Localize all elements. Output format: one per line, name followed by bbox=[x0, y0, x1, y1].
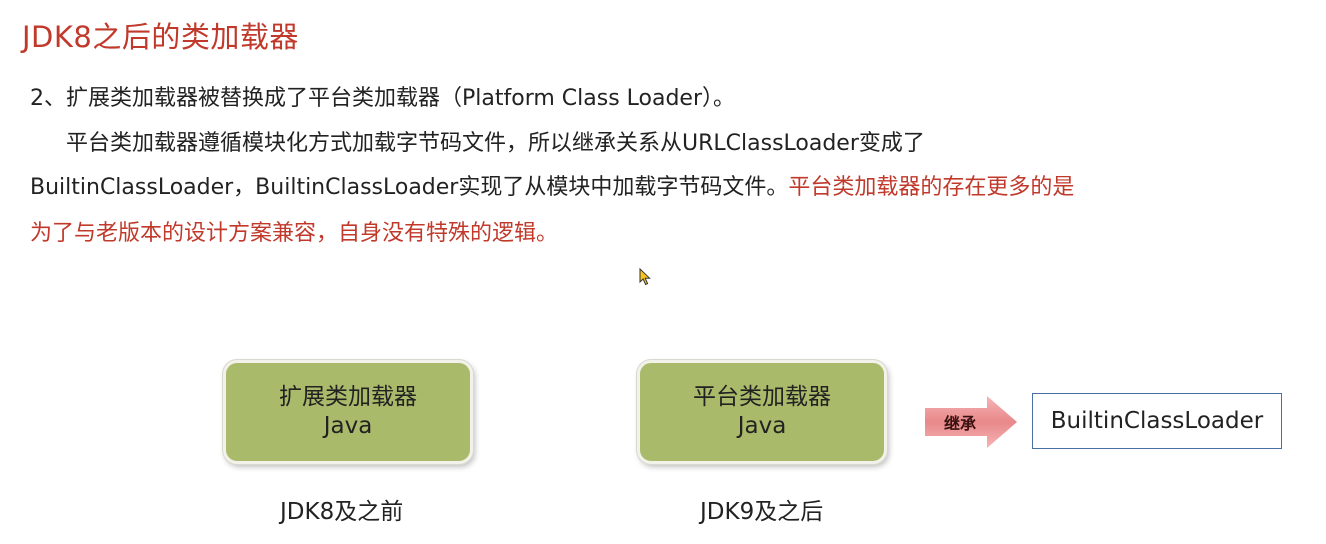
paragraph-module-loading: 平台类加载器遵循模块化方式加载字节码文件，所以继承关系从URLClassLoad… bbox=[66, 131, 925, 156]
platform-classloader-box: 平台类加载器 Java bbox=[637, 360, 887, 464]
extension-classloader-box: 扩展类加载器 Java bbox=[223, 360, 473, 464]
platform-classloader-label: 平台类加载器 bbox=[693, 384, 831, 410]
mouse-pointer-icon bbox=[639, 268, 651, 286]
paragraph-builtin-loader: BuiltinClassLoader，BuiltinClassLoader实现了… bbox=[30, 172, 1074, 204]
builtin-classloader-box: BuiltinClassLoader bbox=[1032, 393, 1282, 449]
paragraph-highlight-end: 为了与老版本的设计方案兼容，自身没有特殊的逻辑。 bbox=[30, 221, 559, 246]
inherit-arrow-label: 继承 bbox=[944, 414, 977, 433]
jdk9-caption: JDK9及之后 bbox=[700, 499, 824, 525]
extension-classloader-label: 扩展类加载器 bbox=[279, 384, 417, 410]
paragraph-builtin-text: BuiltinClassLoader，BuiltinClassLoader实现了… bbox=[30, 175, 789, 200]
jdk8-caption: JDK8及之前 bbox=[280, 499, 404, 525]
paragraph-highlight-start: 平台类加载器的存在更多的是 bbox=[788, 175, 1075, 200]
extension-classloader-lang: Java bbox=[323, 413, 373, 439]
platform-classloader-lang: Java bbox=[737, 413, 787, 439]
slide-title: JDK8之后的类加载器 bbox=[22, 20, 299, 54]
paragraph-platform-loader: 2、扩展类加载器被替换成了平台类加载器（Platform Class Loade… bbox=[30, 86, 736, 111]
inherit-arrow-icon bbox=[925, 396, 1017, 448]
